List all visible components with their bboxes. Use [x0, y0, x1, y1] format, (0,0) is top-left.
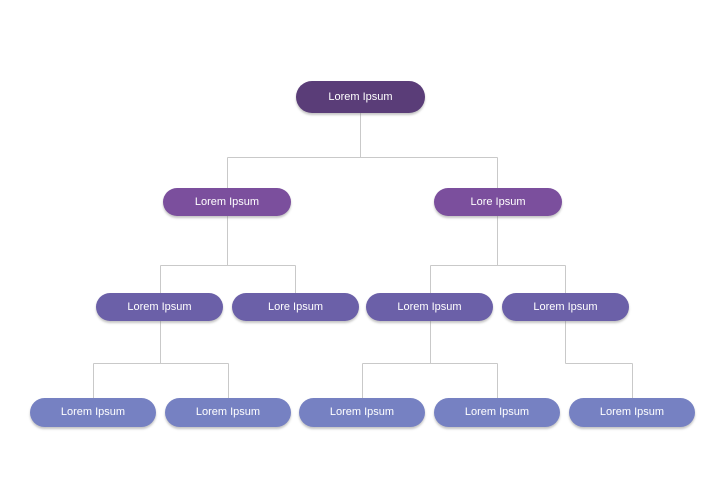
- org-node-label: Lorem Ipsum: [533, 300, 598, 313]
- org-node-l3a[interactable]: Lorem Ipsum: [96, 293, 223, 321]
- org-node-label: Lorem Ipsum: [194, 195, 260, 208]
- org-node-label: Lorem Ipsum: [464, 406, 530, 418]
- org-node-l2a[interactable]: Lorem Ipsum: [163, 188, 291, 216]
- connector-root-to-level2: [227, 113, 498, 188]
- org-node-l3b[interactable]: Lore Ipsum: [232, 293, 359, 321]
- connector-l3d-to-child: [565, 321, 633, 398]
- org-node-l4b[interactable]: Lorem Ipsum: [165, 398, 291, 427]
- org-node-label: Lorem Ipsum: [329, 406, 395, 418]
- org-node-label: Lorem Ipsum: [599, 406, 665, 418]
- org-node-l4d[interactable]: Lorem Ipsum: [434, 398, 560, 427]
- org-node-label: Lorem Ipsum: [397, 300, 462, 313]
- org-node-root[interactable]: Lorem Ipsum: [296, 81, 425, 113]
- org-node-l4c[interactable]: Lorem Ipsum: [299, 398, 425, 427]
- org-node-label: Lorem Ipsum: [328, 90, 393, 103]
- org-node-label: Lorem Ipsum: [195, 406, 261, 418]
- org-node-label: Lorem Ipsum: [127, 300, 192, 313]
- org-node-l4e[interactable]: Lorem Ipsum: [569, 398, 695, 427]
- org-node-l3d[interactable]: Lorem Ipsum: [502, 293, 629, 321]
- connector-l3a-to-children: [93, 321, 229, 398]
- org-node-label: Lorem Ipsum: [60, 406, 126, 418]
- org-node-label: Lore Ipsum: [470, 195, 526, 208]
- connector-l3c-to-children: [362, 321, 498, 398]
- org-node-label: Lore Ipsum: [267, 300, 324, 313]
- org-node-l2b[interactable]: Lore Ipsum: [434, 188, 562, 216]
- org-node-l4a[interactable]: Lorem Ipsum: [30, 398, 156, 427]
- connector-l2b-to-children: [430, 216, 566, 293]
- connector-l2a-to-children: [160, 216, 296, 293]
- org-node-l3c[interactable]: Lorem Ipsum: [366, 293, 493, 321]
